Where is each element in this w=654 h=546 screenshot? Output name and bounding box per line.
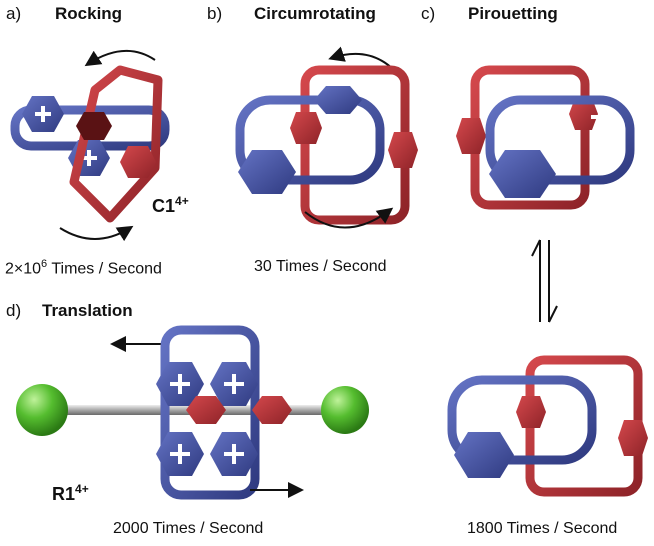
cbpqt-ring <box>235 95 385 185</box>
panel-a-title: Rocking <box>55 4 123 23</box>
panel-d-title: Translation <box>42 301 133 320</box>
panel-b-caption: 30 Times / Second <box>254 258 387 275</box>
stopper-left <box>16 384 68 436</box>
panel-c-title: Pirouetting <box>468 4 558 23</box>
panel-c-letter: c) <box>421 4 436 23</box>
panel-c-caption: 1800 Times / Second <box>467 520 618 537</box>
naphthalene-unit <box>618 420 648 456</box>
naphthalene-unit <box>290 112 322 144</box>
naphthalene-unit <box>388 132 418 168</box>
panel-d-caption: 2000 Times / Second <box>113 520 264 537</box>
bipyridinium-unit <box>314 86 362 114</box>
panel-a-letter: a) <box>6 4 22 23</box>
bipyridinium-unit <box>489 150 556 198</box>
equilibrium-arrow-icon <box>531 239 558 323</box>
panel-c-catenane-bottom <box>447 355 648 497</box>
panel-a-catenane <box>10 49 170 242</box>
panel-b-title: Circumrotating <box>254 4 376 23</box>
naphthalene-unit <box>76 112 112 140</box>
cbpqt-ring <box>447 375 597 465</box>
panel-c-catenane-top <box>456 65 635 210</box>
panel-a-caption: 2×106 Times / Second <box>5 258 162 278</box>
panel-b-letter: b) <box>207 4 223 23</box>
naphthalene-unit <box>186 396 226 424</box>
curved-arrow-icon <box>84 49 156 67</box>
bipyridinium-unit <box>238 150 296 194</box>
curved-arrow-icon <box>59 225 134 242</box>
panel-d-rotaxane <box>16 325 369 500</box>
naphthalene-unit <box>456 118 486 154</box>
rotaxane-label: R14+ <box>52 482 89 504</box>
stopper-right <box>321 386 369 434</box>
bipyridinium-unit <box>454 432 514 478</box>
curved-arrow-icon <box>304 207 394 229</box>
naphthalene-unit <box>252 396 292 424</box>
naphthalene-unit <box>569 98 598 130</box>
catenane-label: C14+ <box>152 194 189 216</box>
cbpqt-ring <box>485 95 635 185</box>
red-macrocycle <box>69 65 163 223</box>
panel-b-catenane <box>235 46 418 229</box>
panel-d-letter: d) <box>6 301 22 320</box>
naphthalene-unit <box>120 146 156 178</box>
naphthalene-unit <box>516 396 546 428</box>
